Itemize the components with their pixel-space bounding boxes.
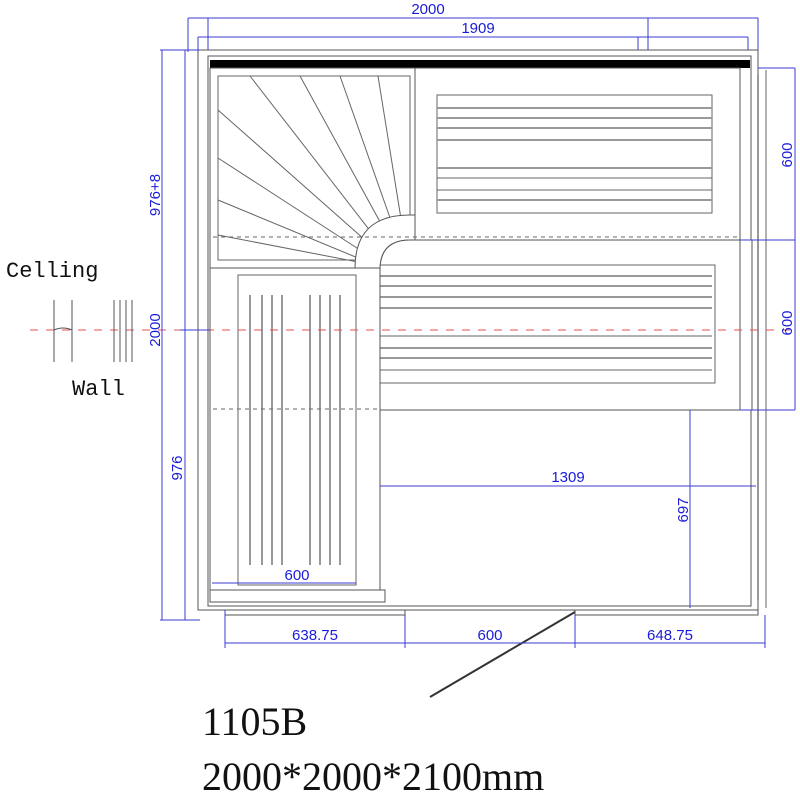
ceiling-label: Celling xyxy=(6,259,98,284)
dim-overall-width: 2000 xyxy=(411,1,444,18)
dim-front-left: 638.75 xyxy=(292,627,338,644)
dim-floor-depth: 697 xyxy=(675,497,692,522)
door-swing xyxy=(429,611,576,698)
model-code: 1105B xyxy=(202,699,307,744)
wall-label: Wall xyxy=(72,377,125,402)
left-dimensions xyxy=(160,49,210,621)
dim-right-upper: 600 xyxy=(779,142,796,167)
bottom-dimensions xyxy=(224,610,766,648)
top-dimensions xyxy=(187,17,759,60)
dim-upper-left: 976+8 xyxy=(147,174,164,216)
right-dimensions xyxy=(740,67,796,411)
interior-dimensions xyxy=(212,410,756,608)
model-size: 2000*2000*2100mm xyxy=(202,754,544,799)
front-wall xyxy=(224,609,759,698)
upper-bench xyxy=(414,67,741,241)
dim-door-width: 600 xyxy=(477,627,502,644)
dim-inner-width: 1909 xyxy=(461,20,494,37)
dim-right-lower: 600 xyxy=(779,310,796,335)
left-bench xyxy=(209,267,386,603)
dim-lower-left: 976 xyxy=(169,455,186,480)
dim-front-right: 648.75 xyxy=(647,627,693,644)
ceiling-wall-symbols xyxy=(53,300,133,362)
dim-overall-depth: 2000 xyxy=(147,313,164,346)
dim-floor-width: 1309 xyxy=(551,469,584,486)
dim-left-bench-width: 600 xyxy=(284,567,309,584)
lower-bench xyxy=(379,239,753,411)
